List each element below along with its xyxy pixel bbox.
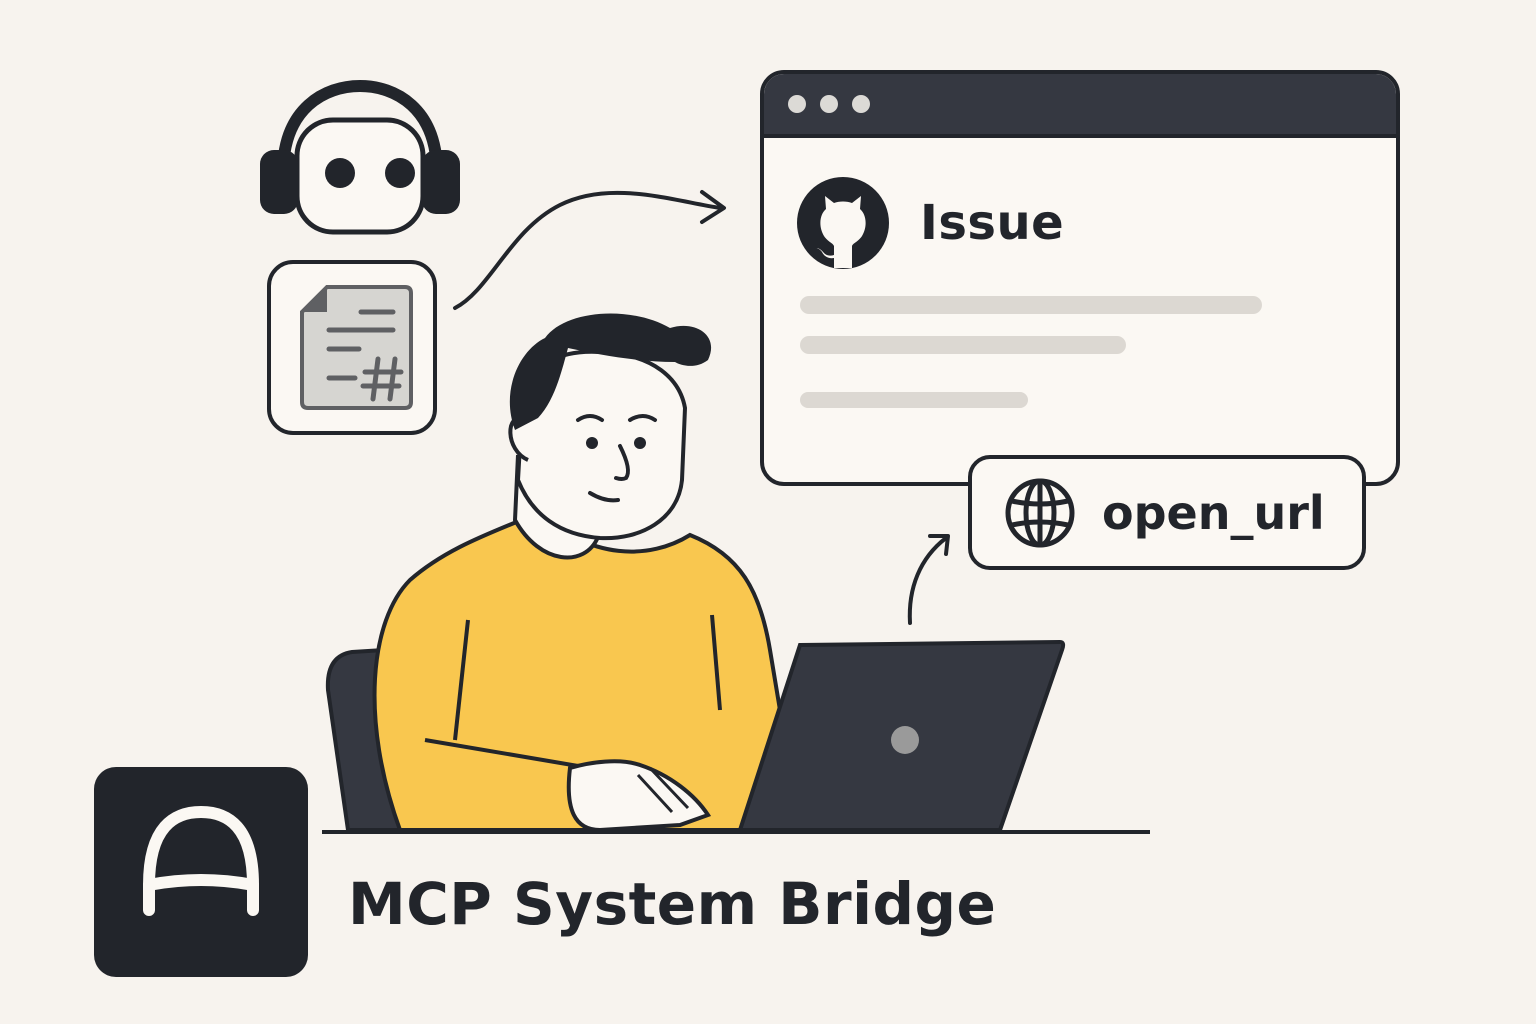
tool-label: open_url [1102, 485, 1325, 540]
window-dot-close[interactable] [788, 95, 806, 113]
desk-line [322, 830, 1150, 834]
brand-title: MCP System Bridge [348, 870, 997, 938]
person-illustration [325, 313, 1066, 833]
browser-title-bar [764, 74, 1396, 138]
tool-call-arrow-icon [907, 534, 950, 625]
browser-window: Issue [760, 70, 1400, 486]
skeleton-line [800, 296, 1262, 314]
window-dot-minimize[interactable] [820, 95, 838, 113]
skeleton-line [800, 336, 1126, 354]
skeleton-line [800, 392, 1028, 408]
open-url-tool-chip[interactable]: open_url [968, 455, 1366, 570]
github-icon [797, 177, 889, 269]
app-logo [94, 767, 308, 977]
bridge-arc-icon [143, 805, 259, 916]
document-card[interactable] [267, 260, 437, 435]
document-hash-icon [300, 285, 413, 410]
window-dot-maximize[interactable] [852, 95, 870, 113]
flow-arrow-icon [453, 190, 726, 310]
globe-icon [1005, 478, 1075, 547]
issue-title: Issue [920, 195, 1065, 251]
issue-header: Issue [796, 176, 1064, 270]
headset-bot-icon [260, 79, 460, 235]
